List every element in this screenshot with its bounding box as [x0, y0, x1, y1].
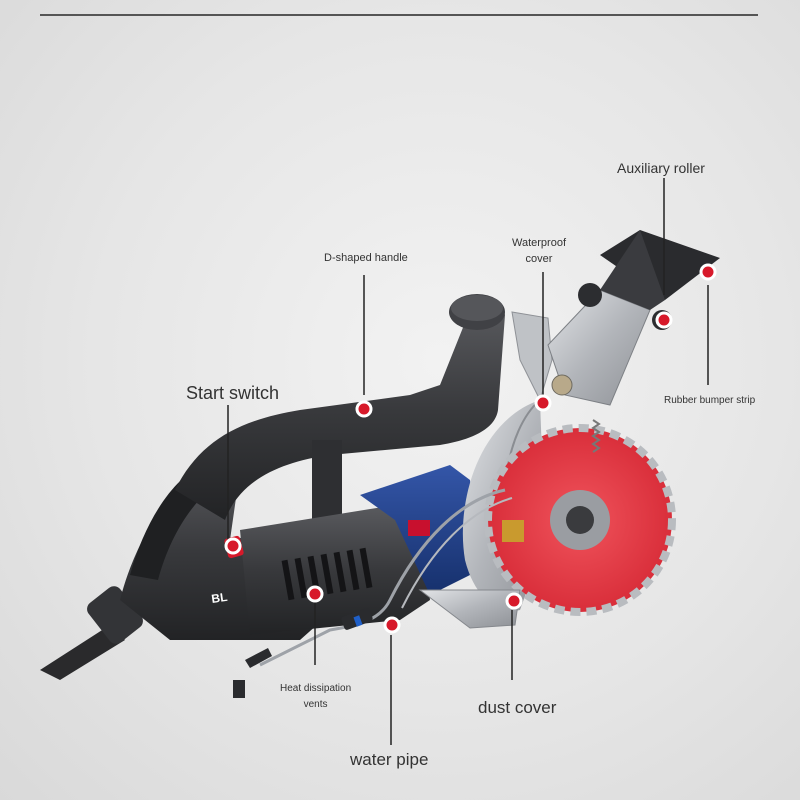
product-badge: BL: [210, 590, 228, 606]
auxiliary-roller: [547, 230, 720, 406]
waterproof-cover: [511, 311, 553, 402]
label-rubber-bumper-strip: Rubber bumper strip: [664, 395, 756, 406]
marker-heat-vents: [306, 585, 324, 603]
tension-spring: [591, 419, 601, 453]
label-heat-vents-line1: Heat dissipation: [280, 683, 352, 694]
marker-rubber-strip: [699, 263, 717, 281]
marker-start-switch: [224, 537, 242, 555]
label-water-pipe: water pipe: [350, 750, 429, 769]
leader-lines: [227, 178, 709, 745]
marker-d-handle: [355, 400, 373, 418]
callout-markers: [224, 263, 717, 634]
water-fitting: [502, 520, 524, 542]
marker-dust-cover: [505, 592, 523, 610]
marker-aux-roller: [655, 311, 673, 329]
label-waterproof-cover-line2: cover: [525, 253, 553, 265]
label-waterproof-cover-line1: Waterproof: [512, 237, 567, 249]
label-dust-cover: dust cover: [478, 698, 557, 717]
diamond-blade: [484, 424, 676, 616]
dust-cover: [418, 589, 521, 629]
label-heat-vents-line2: vents: [303, 699, 328, 710]
label-auxiliary-roller: Auxiliary roller: [617, 160, 705, 176]
label-heat-dissipation-vents: Heat dissipation vents: [280, 681, 351, 713]
label-d-shaped-handle: D-shaped handle: [324, 252, 408, 264]
top-divider: [40, 14, 758, 16]
motor-housing: [240, 465, 480, 635]
label-waterproof-cover: Waterproof cover: [512, 235, 566, 267]
d-shaped-handle: [175, 294, 505, 520]
label-start-switch: Start switch: [186, 383, 280, 403]
marker-water-pipe: [383, 616, 401, 634]
water-pipe: [233, 488, 513, 698]
marker-waterproof-cover: [534, 394, 552, 412]
